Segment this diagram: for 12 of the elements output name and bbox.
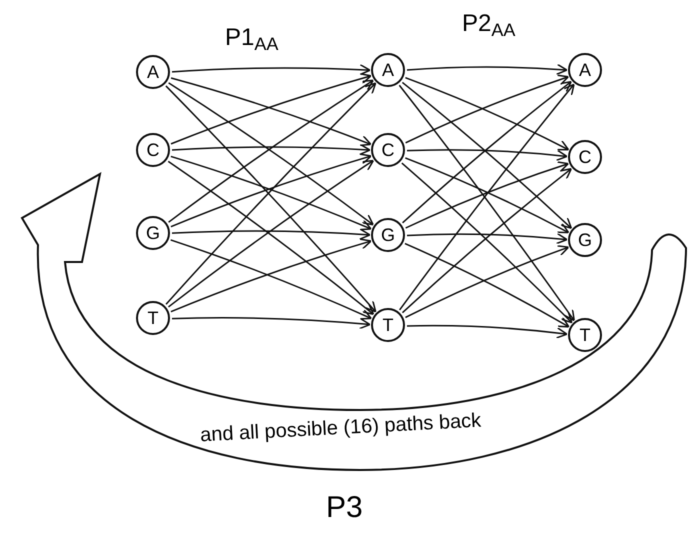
text-label: P3 bbox=[326, 490, 363, 526]
text-label: P2$_{AA}$ bbox=[462, 9, 516, 40]
text-label: P1$_{AA}$ bbox=[225, 23, 278, 54]
arrow bbox=[172, 228, 371, 240]
arrow bbox=[406, 64, 568, 76]
arrow bbox=[406, 149, 568, 162]
arrow bbox=[172, 144, 371, 156]
text-label: and all possible (16) paths back bbox=[199, 408, 482, 448]
arrow bbox=[406, 324, 568, 339]
arrow bbox=[172, 64, 371, 76]
arrow bbox=[172, 317, 371, 330]
arrow bbox=[406, 232, 568, 244]
